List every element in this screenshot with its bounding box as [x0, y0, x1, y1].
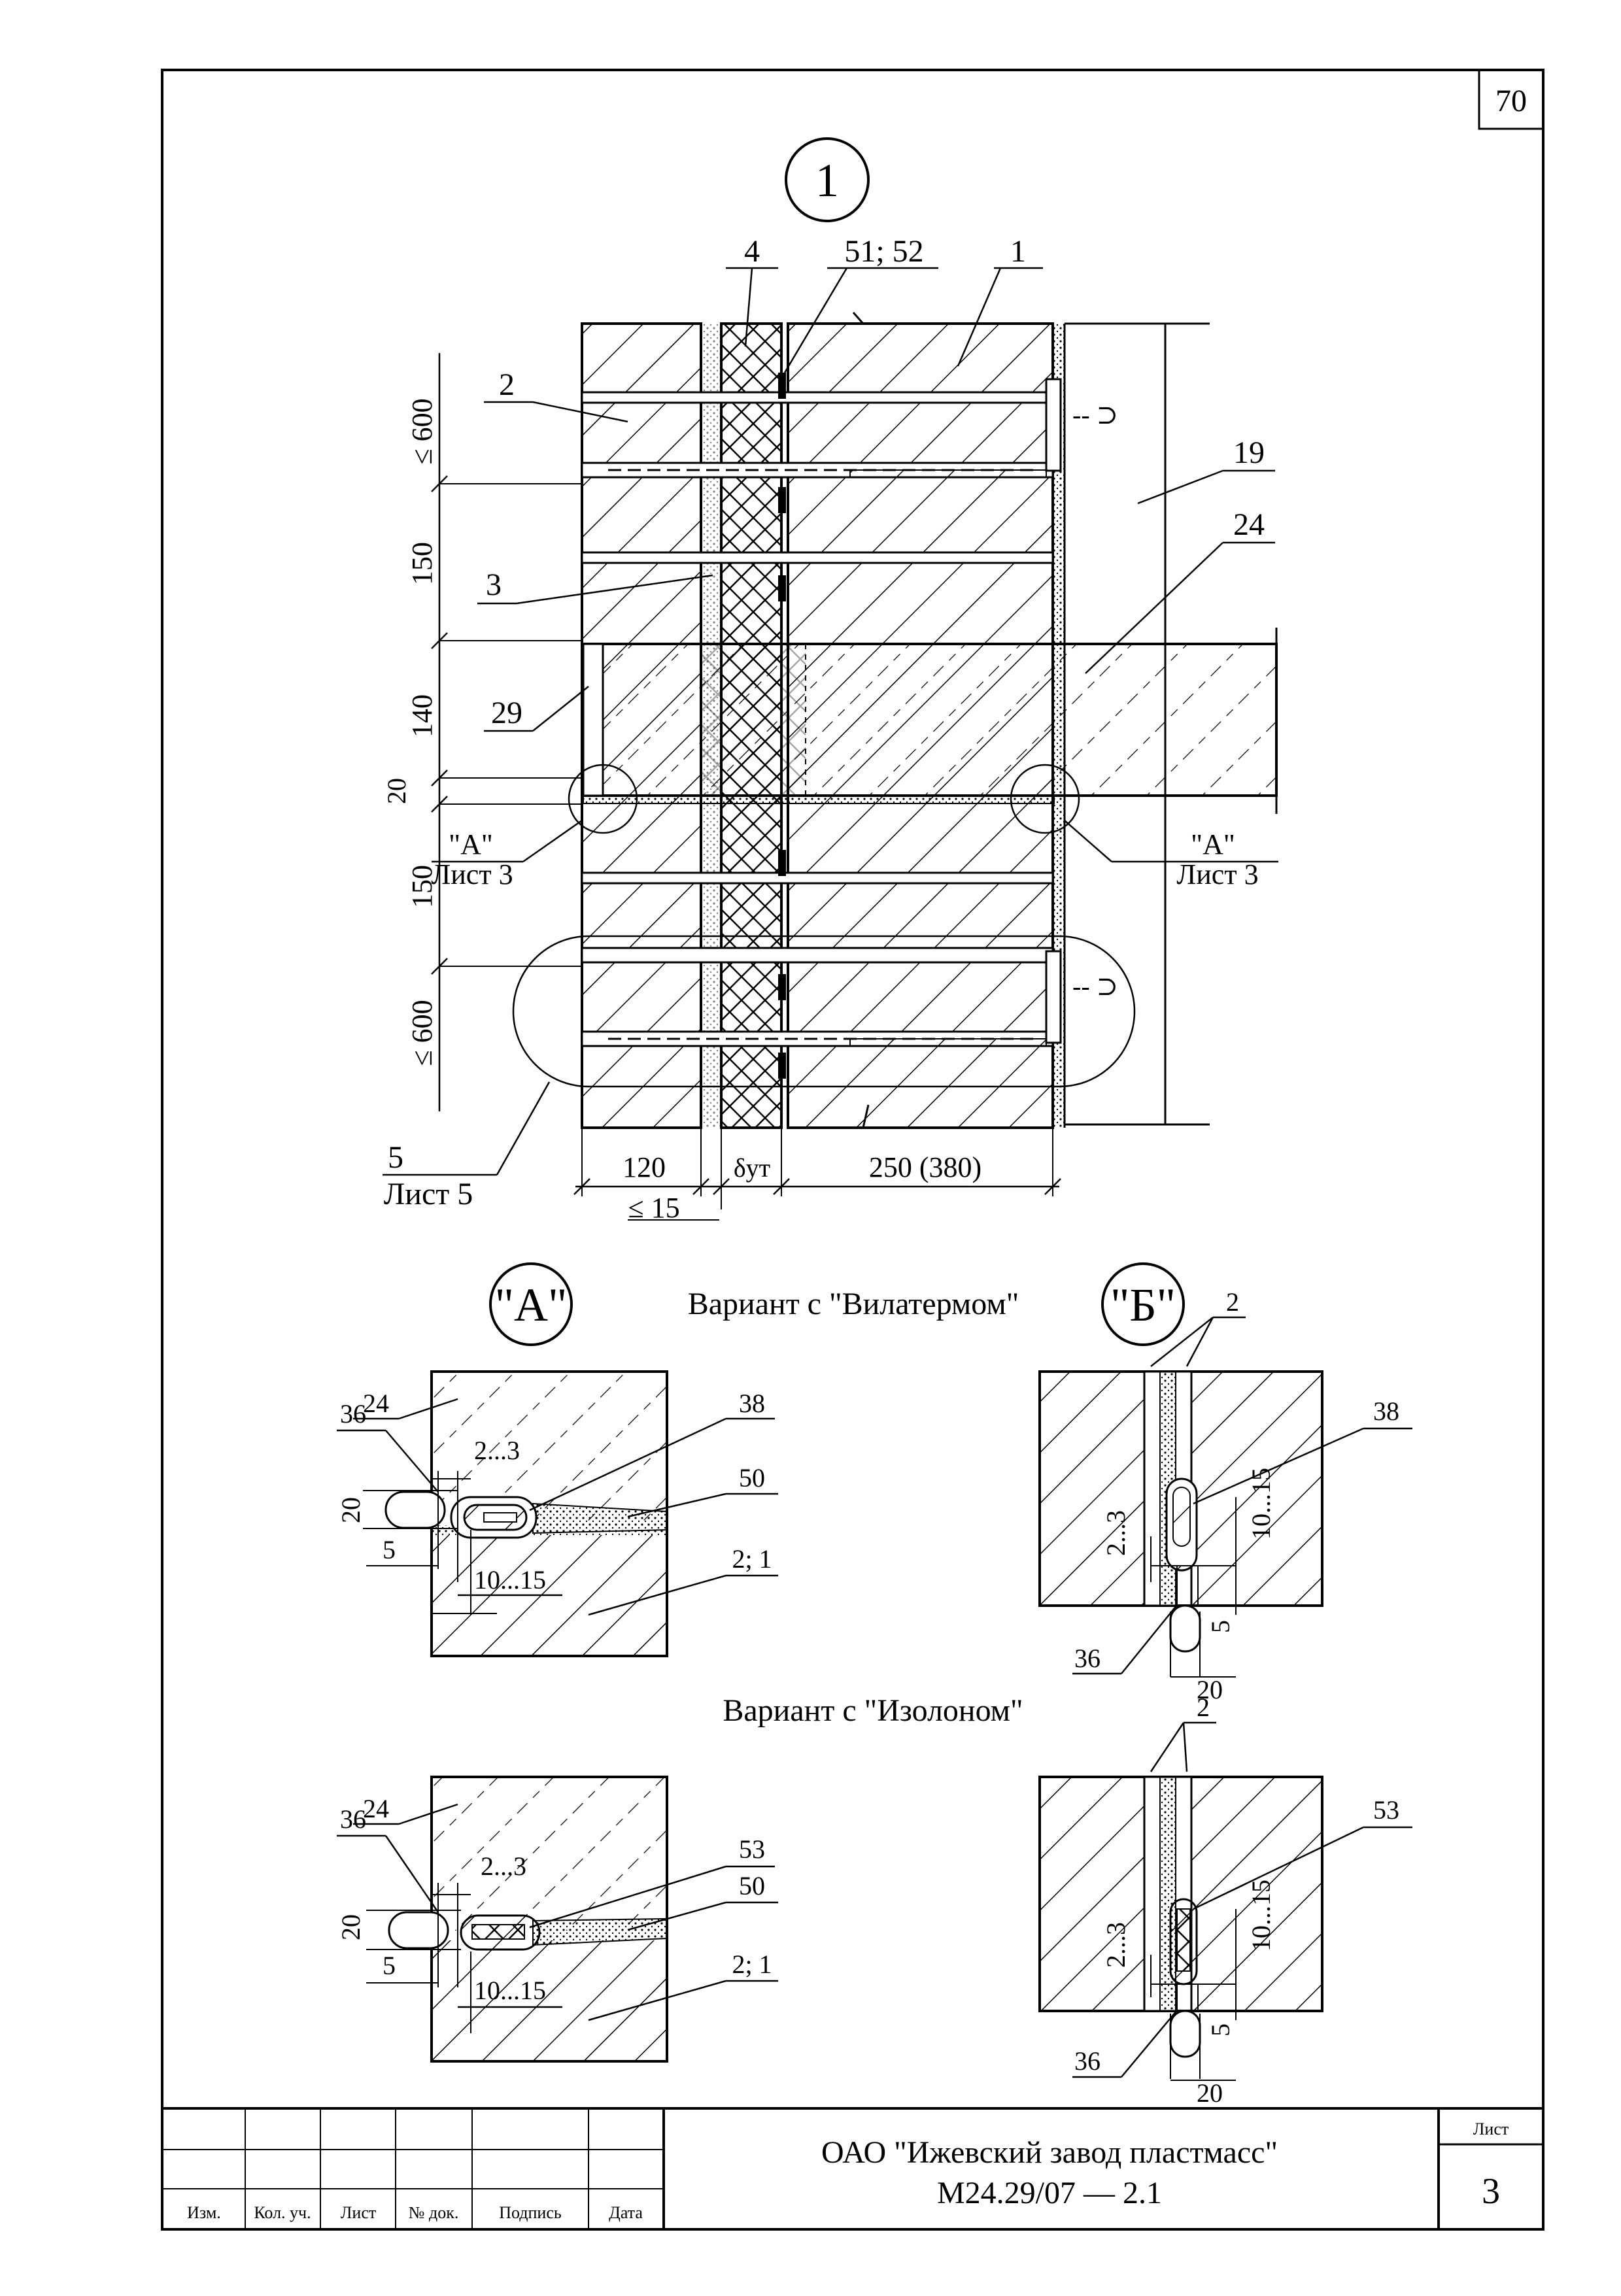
label-b2-5: 5 [1206, 2023, 1235, 2036]
label-a2-50: 50 [739, 1871, 765, 1900]
label-a2-20: 20 [336, 1914, 366, 1940]
dim-15: ≤ 15 [628, 1192, 679, 1224]
label-b2-10-15: 10...15 [1246, 1880, 1276, 1951]
callout-4: 4 [744, 234, 760, 269]
label-a1-2-3: 2...3 [474, 1436, 520, 1465]
variant-1-title: Вариант с "Вилатермом" [688, 1287, 1019, 1321]
brick-joints [581, 391, 1054, 1047]
dim-delta-ut: δут [734, 1153, 770, 1183]
detail-b-marker: "Б" [1110, 1279, 1176, 1331]
sheet-number: 70 [1495, 84, 1527, 118]
detail-b-marker-circle [1101, 1262, 1185, 1346]
label-a2-5: 5 [383, 1951, 396, 1980]
anchor-symbols: -- ⊃ -- ⊃ [1045, 378, 1118, 1044]
wall-ties [778, 373, 786, 1079]
dim-140: 140 [406, 694, 438, 737]
callout-2: 2 [499, 367, 515, 402]
callout-24: 24 [1233, 507, 1265, 542]
label-b1-20: 20 [1197, 1675, 1223, 1704]
section-marker-label: 1 [815, 154, 839, 207]
title-col-kol-uch: Кол. уч. [254, 2203, 311, 2222]
callout-51-52: 51; 52 [844, 234, 923, 269]
level-arrow-bottom [834, 1104, 870, 1129]
main-wall-section: 1 [382, 137, 1278, 1224]
detail-a-izolon [337, 1776, 778, 2063]
title-col-izm: Изм. [187, 2203, 221, 2222]
callout-5: 5 [388, 1140, 403, 1175]
label-b1-2-3: 2...3 [1101, 1510, 1131, 1556]
label-a2-2-3: 2...3 [481, 1851, 526, 1881]
title-col-signature: Подпись [499, 2203, 562, 2222]
left-dimension-chain [431, 353, 582, 1111]
detail-b-vilaterm [1038, 1316, 1412, 1678]
callout-leaders [383, 267, 1278, 1176]
svg-text:-- ⊃: -- ⊃ [1072, 400, 1118, 430]
label-a2-2-1: 2; 1 [732, 1950, 772, 1979]
callout-29: 29 [491, 696, 522, 730]
dim-120: 120 [623, 1151, 666, 1183]
ref-right-sheet: Лист 3 [1176, 858, 1258, 890]
sheet-number-box [1478, 69, 1544, 130]
ref-left-sheet: Лист 3 [431, 858, 513, 890]
detail-5-outline [512, 935, 1136, 1088]
dim-600-top: ≤ 600 [406, 398, 438, 464]
callout-3: 3 [486, 567, 502, 602]
detail-a-vilaterm [337, 1370, 778, 1657]
level-arrow-top [834, 312, 866, 325]
section-marker-circle [785, 137, 870, 222]
label-b2-2: 2 [1197, 1693, 1210, 1722]
label-b2-36: 36 [1074, 2046, 1101, 2076]
detail-b-izolon [1038, 1721, 1412, 2081]
label-b1-38: 38 [1373, 1396, 1399, 1426]
ref-left-detail: "А" [449, 828, 493, 860]
detail-a-circle-right [1010, 764, 1080, 834]
label-b1-10-15: 10...15 [1246, 1468, 1276, 1540]
label-a1-5: 5 [383, 1535, 396, 1564]
variant-2-title: Вариант с "Изолоном" [723, 1693, 1023, 1728]
dim-600-bottom: ≤ 600 [406, 1000, 438, 1066]
dim-250-380: 250 (380) [869, 1151, 981, 1183]
label-a1-10-15: 10...15 [474, 1565, 546, 1595]
label-a1-2-1: 2; 1 [732, 1544, 772, 1574]
ref-right-detail: "А" [1191, 828, 1235, 860]
title-col-list: Лист [341, 2203, 376, 2222]
floor-slab [583, 644, 1276, 796]
sheet-value: 3 [1482, 2171, 1500, 2212]
title-col-doc: № док. [409, 2203, 459, 2222]
callout-1: 1 [1010, 234, 1026, 269]
title-col-date: Дата [609, 2203, 643, 2222]
label-b1-36: 36 [1074, 1644, 1101, 1673]
label-a2-10-15: 10...15 [474, 1976, 546, 2005]
dim-150-a: 150 [406, 542, 438, 585]
label-a2-24: 24 [363, 1794, 389, 1823]
bottom-dimension-chain [573, 1128, 1061, 1221]
label-a1-24: 24 [363, 1389, 389, 1418]
label-a2-36: 36 [340, 1804, 366, 1834]
company-name: ОАО "Ижевский завод пластмасс" [821, 2135, 1278, 2170]
detail-a-circle-left [568, 764, 638, 834]
dim-20: 20 [382, 778, 411, 804]
title-block [162, 2107, 1543, 2229]
label-a1-20: 20 [336, 1497, 366, 1523]
label-b2-20: 20 [1197, 2078, 1223, 2108]
callout-19: 19 [1233, 435, 1265, 470]
label-a2-53: 53 [739, 1834, 765, 1864]
sheet-frame [161, 69, 1544, 2231]
dim-150-b: 150 [406, 865, 438, 908]
label-b1-2: 2 [1226, 1287, 1239, 1317]
detail-a-marker-circle [489, 1262, 573, 1346]
ref-bottom-sheet: Лист 5 [384, 1177, 473, 1211]
label-b2-2-3: 2...3 [1101, 1922, 1131, 1968]
detail-a-marker: "А" [495, 1279, 568, 1331]
label-b1-5: 5 [1206, 1620, 1235, 1633]
label-b2-53: 53 [1373, 1795, 1399, 1825]
label-a1-50: 50 [739, 1463, 765, 1493]
label-a1-38: 38 [739, 1389, 765, 1418]
label-a1-36: 36 [340, 1399, 366, 1428]
sheet-label: Лист [1473, 2119, 1509, 2138]
svg-text:-- ⊃: -- ⊃ [1072, 971, 1118, 1001]
document-code: М24.29/07 — 2.1 [937, 2176, 1162, 2210]
